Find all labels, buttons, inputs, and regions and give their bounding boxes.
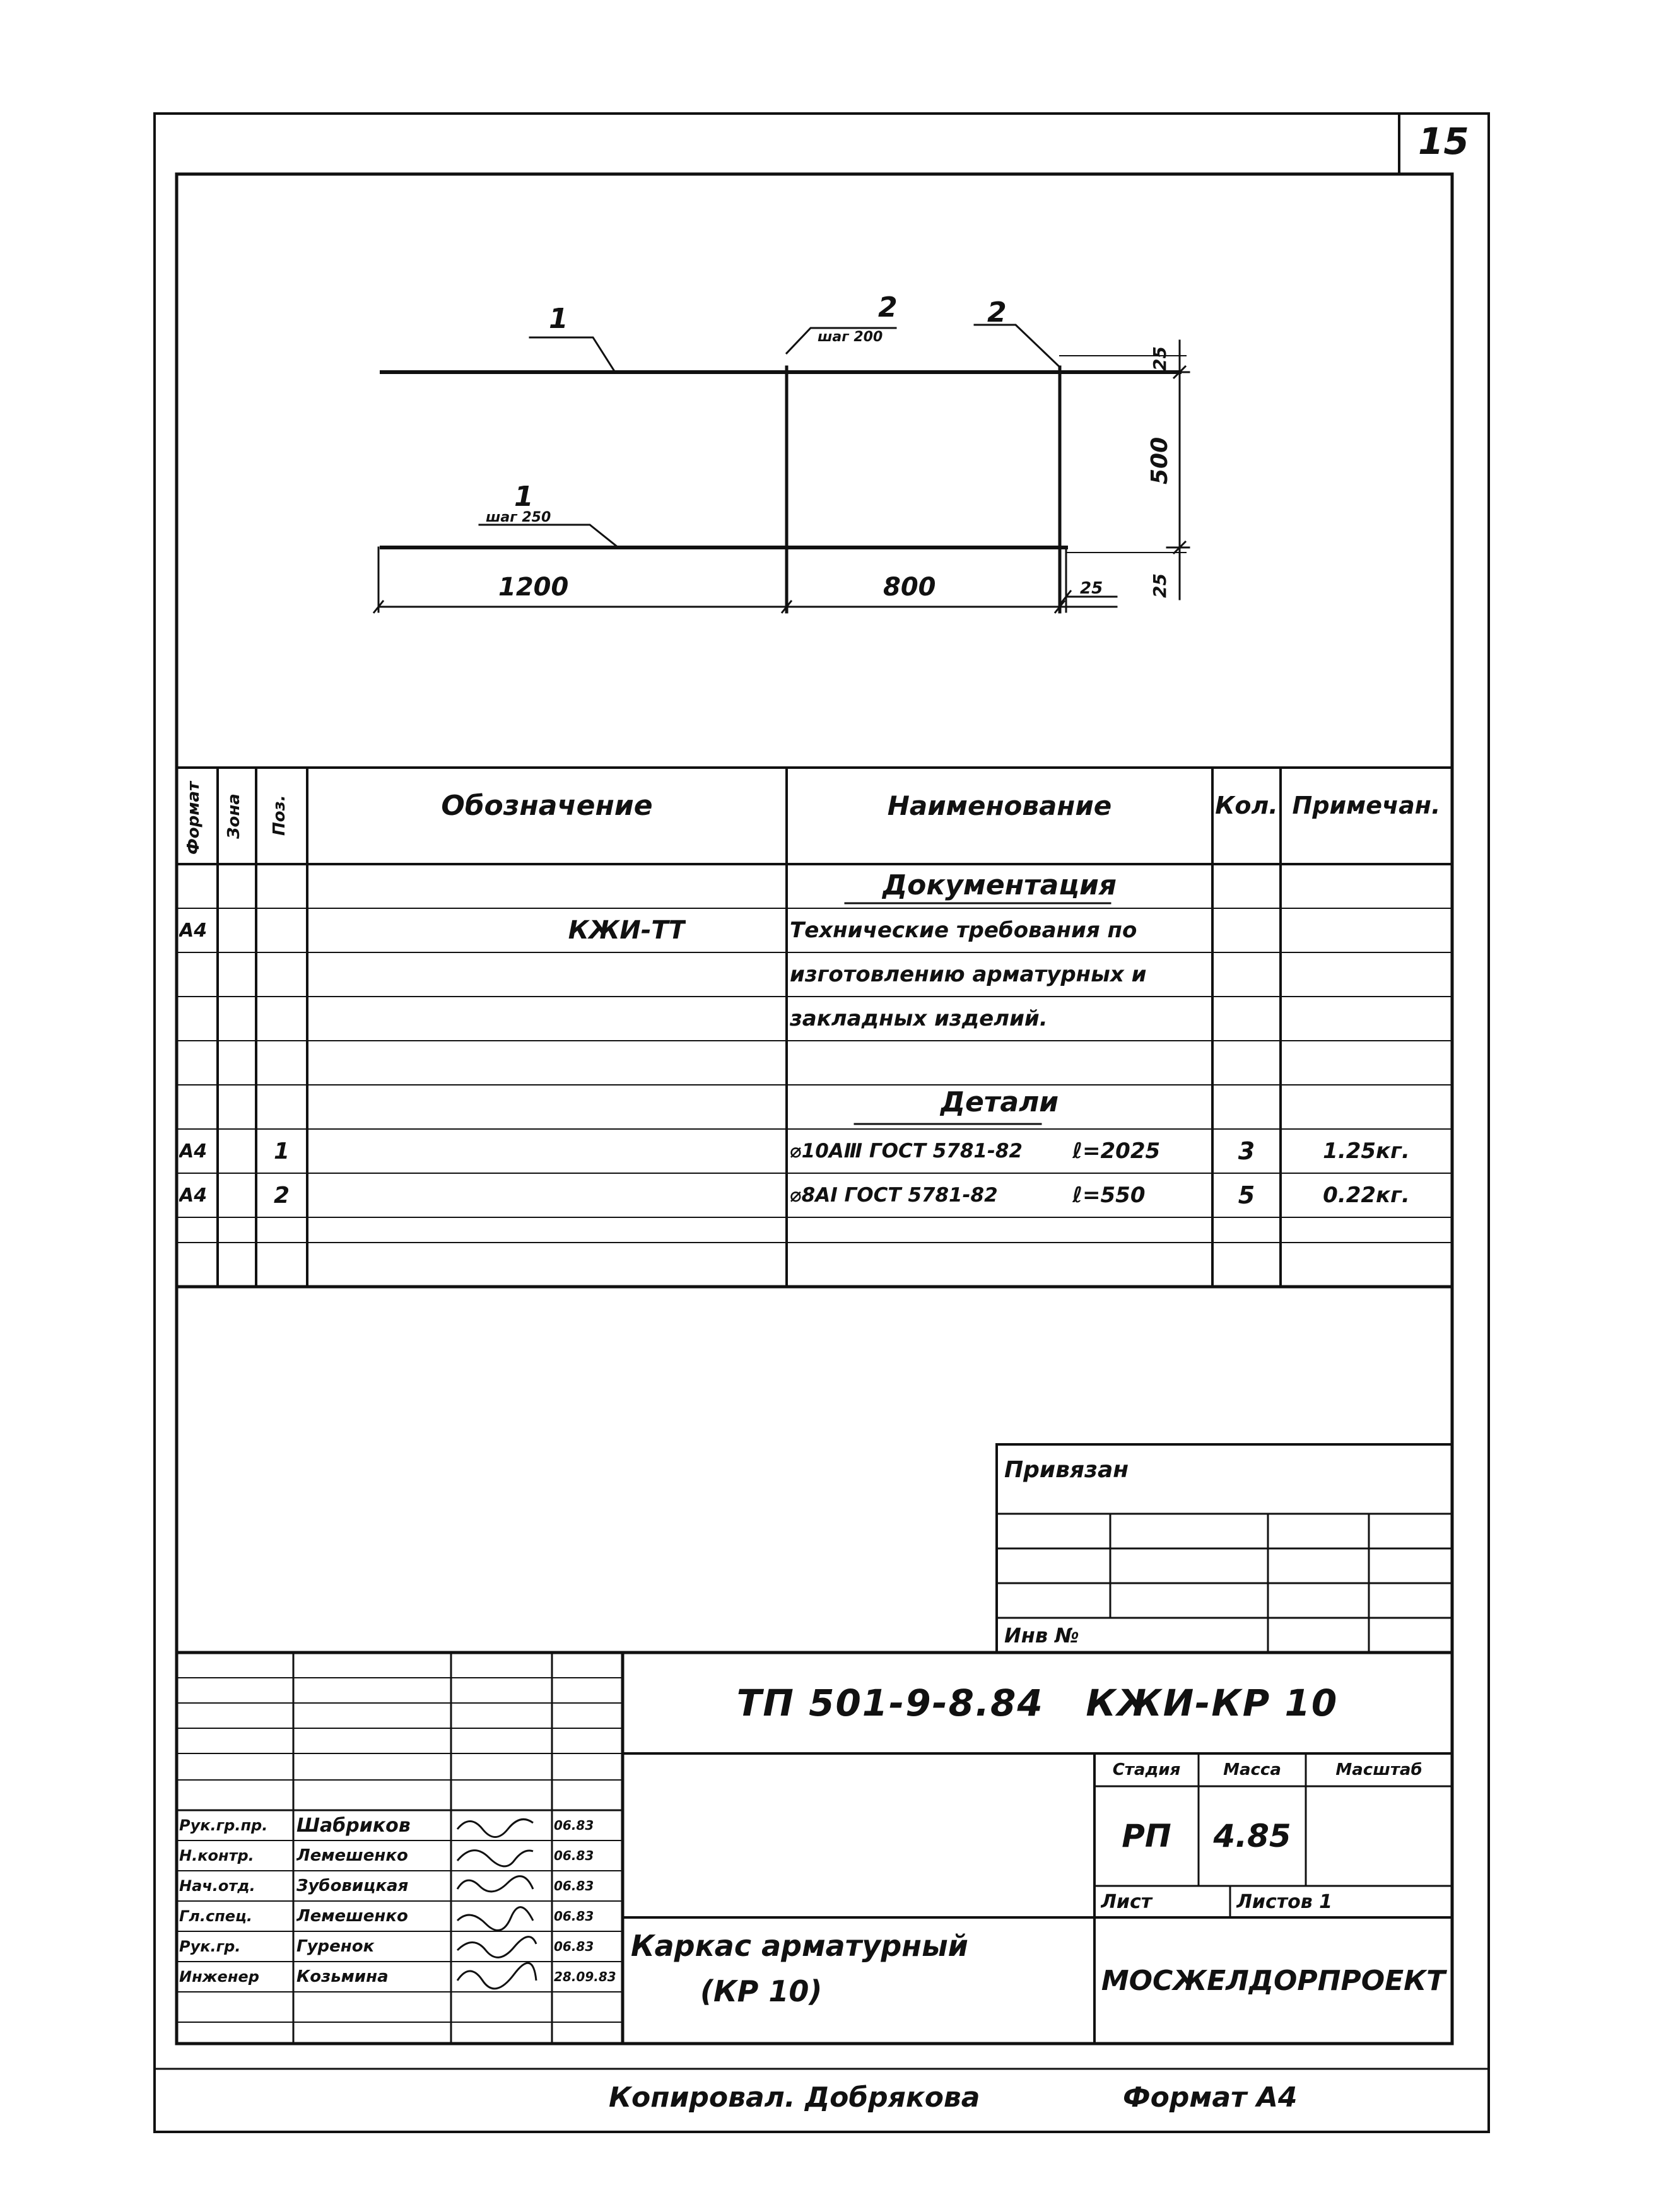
dimension-1200: 1200: [498, 573, 569, 602]
mass-label: Масса: [1223, 1760, 1281, 1779]
part-2-position: 2: [273, 1182, 290, 1208]
part-1-length: ℓ=2025: [1072, 1138, 1161, 1164]
part-1-qty: 3: [1238, 1137, 1255, 1165]
doc-name-line-2: изготовлению арматурных и: [790, 962, 1147, 987]
part-2-qty: 5: [1238, 1181, 1255, 1209]
section-documentation: Документация: [882, 869, 1117, 901]
doc-format: А4: [179, 919, 208, 942]
position-label-2-top: 2: [878, 291, 898, 324]
item-name-line-2: (КР 10): [700, 1974, 823, 2008]
sheets-count-label: Листов 1: [1236, 1890, 1333, 1913]
document-code: ТП 501-9-8.84 КЖИ-КР 10: [736, 1682, 1339, 1724]
position-label-1-top: 1: [549, 303, 568, 335]
signer-3-role: Нач.отд.: [179, 1877, 255, 1895]
part-1-name: ⌀10АⅢ ГОСТ 5781-82: [790, 1140, 1023, 1162]
signer-2-date: 06.83: [554, 1848, 594, 1863]
binding-title: Привязан: [1004, 1456, 1129, 1483]
doc-name-line-1: Технические требования по: [790, 918, 1137, 943]
signature-1: [456, 1818, 534, 1838]
dimension-25-bottom: 25: [1080, 579, 1103, 598]
inventory-number-label: Инв №: [1004, 1624, 1079, 1647]
signer-3-name: Зубовицкая: [296, 1876, 409, 1895]
signer-2-role: Н.контр.: [179, 1847, 254, 1864]
sheet-label: Лист: [1101, 1890, 1153, 1913]
signer-6-role: Инженер: [179, 1968, 259, 1986]
signature-6: [456, 1962, 537, 1990]
signer-2-name: Лемешенко: [296, 1846, 408, 1865]
doc-name-line-3: закладных изделий.: [790, 1006, 1048, 1031]
signature-2: [456, 1849, 534, 1868]
stage-label: Стадия: [1112, 1760, 1181, 1779]
signer-1-name: Шабриков: [296, 1814, 411, 1837]
signature-4: [456, 1906, 534, 1931]
signer-1-date: 06.83: [554, 1818, 594, 1833]
signature-5: [456, 1936, 537, 1958]
signer-4-date: 06.83: [554, 1909, 594, 1924]
signer-4-name: Лемешенко: [296, 1907, 408, 1926]
header-name: Наименование: [887, 790, 1112, 821]
signature-3: [456, 1875, 534, 1893]
part-2-note: 0.22кг.: [1323, 1183, 1410, 1208]
dimension-800: 800: [883, 573, 936, 602]
stage-value: РП: [1122, 1818, 1171, 1854]
mass-value: 4.85: [1213, 1818, 1291, 1854]
organization-name: МОСЖЕЛДОРПРОЕКТ: [1101, 1964, 1446, 1997]
signer-6-name: Козьмина: [296, 1967, 389, 1986]
sheet-format: Формат А4: [1123, 2081, 1298, 2114]
header-note: Примечан.: [1292, 792, 1441, 819]
position-label-1-bottom: 1: [514, 481, 534, 513]
part-1-format: А4: [179, 1140, 208, 1162]
part-2-format: А4: [179, 1184, 208, 1207]
section-parts: Детали: [940, 1086, 1059, 1118]
signer-3-date: 06.83: [554, 1878, 594, 1893]
scale-label: Масштаб: [1335, 1760, 1422, 1779]
copied-by: Копировал. Добрякова: [609, 2081, 980, 2114]
sheet-number: 15: [1418, 120, 1469, 163]
item-name-line-1: Каркас арматурный: [631, 1929, 968, 1963]
signer-5-name: Гуренок: [296, 1937, 375, 1956]
signer-6-date: 28.09.83: [554, 1969, 616, 1984]
pitch-label-2: шаг 200: [818, 329, 883, 345]
doc-designation: КЖИ-ТТ: [568, 916, 686, 945]
part-1-position: 1: [273, 1138, 290, 1164]
signer-1-role: Рук.гр.пр.: [179, 1817, 268, 1834]
part-1-note: 1.25кг.: [1323, 1138, 1410, 1164]
signer-5-role: Рук.гр.: [179, 1938, 241, 1955]
part-2-length: ℓ=550: [1072, 1183, 1146, 1208]
pitch-label-1: шаг 250: [486, 510, 551, 525]
header-designation: Обозначение: [441, 789, 653, 822]
position-label-2-right: 2: [987, 296, 1007, 329]
signer-5-date: 06.83: [554, 1939, 594, 1954]
signer-4-role: Гл.спец.: [179, 1907, 252, 1925]
header-qty: Кол.: [1215, 792, 1278, 819]
part-2-name: ⌀8АⅠ ГОСТ 5781-82: [790, 1184, 998, 1207]
